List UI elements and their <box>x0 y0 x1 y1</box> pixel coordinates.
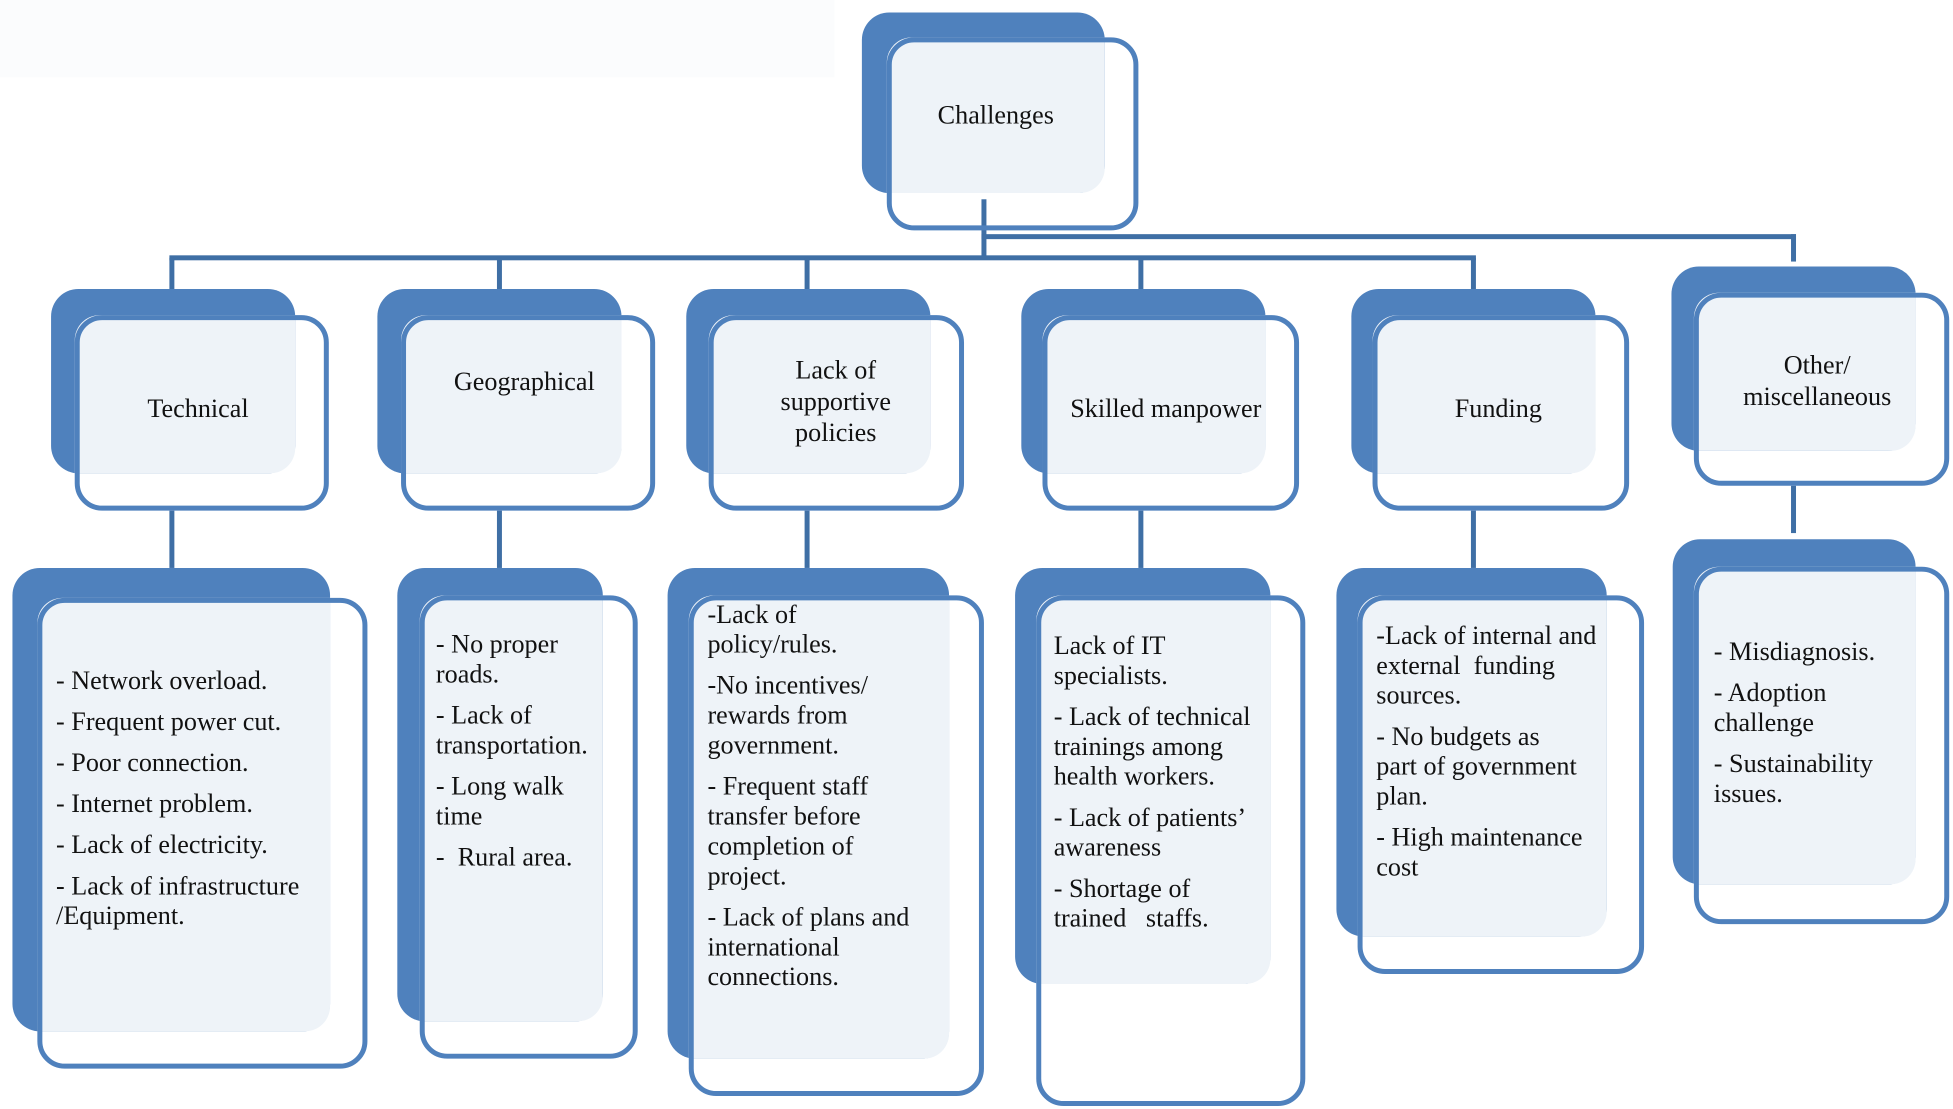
details-list-technical: - Network overload. - Frequent power cut.… <box>56 665 299 942</box>
details-list-skilled-manpower: Lack of IT specialists. - Lack of technic… <box>1054 630 1251 944</box>
category-skilled-manpower-fill <box>1042 315 1266 474</box>
connector-level2-1 <box>496 257 502 291</box>
root-label: Challenges <box>937 99 1054 130</box>
details-other-fill <box>1693 566 1916 885</box>
details-technical-fill <box>37 597 331 1032</box>
connector-level3-4 <box>1470 510 1476 568</box>
details-technical-outline <box>37 597 368 1069</box>
detail-item: - Adoption challenge <box>1713 677 1827 738</box>
connector-level2-4 <box>1470 257 1476 291</box>
connector-level3-5 <box>1791 485 1797 534</box>
detail-item: - No proper roads. <box>435 628 558 689</box>
category-technical-fill <box>74 315 296 474</box>
category-label-other: Other/ miscellaneous <box>1743 349 1892 412</box>
faint-background-strip <box>0 0 835 78</box>
details-list-geographical: - No proper roads. - Lack of transportati… <box>436 629 588 883</box>
detail-item: - Network overload. <box>56 665 268 695</box>
detail-item: - Sustainability issues. <box>1713 748 1873 809</box>
root-node-fill <box>886 37 1105 194</box>
details-policies-outline <box>688 595 984 1097</box>
detail-item: - Poor connection. <box>56 747 249 778</box>
detail-item: - Lack of patients’ awareness <box>1053 802 1247 862</box>
detail-item: -Lack of internal and external funding s… <box>1376 620 1597 710</box>
category-other-fill <box>1693 292 1916 451</box>
category-skilled-manpower-outline <box>1042 315 1300 511</box>
detail-item: -Lack of policy/rules. <box>707 599 838 659</box>
category-policies-outline <box>708 315 965 511</box>
category-other-outline <box>1693 292 1950 486</box>
detail-item: - Lack of technical trainings among heal… <box>1053 701 1251 791</box>
details-funding-outline <box>1357 595 1645 974</box>
detail-item: - Misdiagnosis. <box>1713 636 1876 667</box>
details-list-other: - Misdiagnosis. - Adoption challenge - Sus… <box>1714 636 1875 819</box>
detail-item: -No incentives/ rewards from government. <box>707 670 868 760</box>
category-funding-outline <box>1372 315 1630 511</box>
details-skilled-manpower-fill <box>1036 595 1271 984</box>
connector-level3-3 <box>1138 510 1144 568</box>
category-label-technical: Technical <box>147 392 249 423</box>
details-list-funding: -Lack of internal and external funding s… <box>1376 620 1596 893</box>
connector-level3-2 <box>804 510 810 568</box>
detail-item: Lack of IT specialists. <box>1053 630 1168 691</box>
connector-horizontal-other <box>981 234 1797 240</box>
detail-item: - Lack of infrastructure /Equipment. <box>56 870 300 931</box>
detail-item: - Shortage of trained staffs. <box>1053 873 1209 933</box>
detail-item: - Lack of transportation. <box>435 699 588 760</box>
details-geographical-outline <box>419 595 638 1059</box>
category-label-skilled-manpower: Skilled manpower <box>1070 392 1262 423</box>
details-skilled-manpower-outline <box>1036 595 1306 1107</box>
details-funding-fill <box>1357 595 1607 937</box>
connector-other-drop <box>1791 234 1797 262</box>
details-list-policies: -Lack of policy/rules. -No incentives/ re… <box>707 599 909 1003</box>
detail-item: - Internet problem. <box>56 788 253 819</box>
category-label-funding: Funding <box>1454 392 1542 423</box>
detail-item: - Rural area. <box>435 841 573 872</box>
category-policies-fill <box>708 315 931 474</box>
connector-level2-3 <box>1138 257 1144 291</box>
category-geographical-outline <box>401 315 656 511</box>
detail-item: - Long walk time <box>435 770 564 831</box>
detail-item: - Lack of plans and international connec… <box>707 901 910 992</box>
connector-level2-2 <box>804 257 810 291</box>
root-node-outline <box>886 37 1139 231</box>
detail-item: - No budgets as part of government plan. <box>1376 721 1577 811</box>
connector-level3-1 <box>496 510 502 568</box>
connector-level2-0 <box>169 257 175 291</box>
category-label-geographical: Geographical <box>453 365 595 396</box>
category-geographical-fill <box>401 315 622 474</box>
category-funding-fill <box>1372 315 1596 474</box>
detail-item: - Lack of electricity. <box>56 829 268 860</box>
detail-item: - High maintenance cost <box>1376 822 1583 882</box>
detail-item: - Frequent power cut. <box>56 706 282 737</box>
category-technical-outline <box>74 315 329 511</box>
detail-item: - Frequent staff transfer before complet… <box>707 770 869 891</box>
details-other-outline <box>1693 566 1950 925</box>
category-label-policies: Lack of supportive policies <box>780 354 891 447</box>
details-policies-fill <box>688 595 950 1059</box>
connector-level3-0 <box>169 510 175 568</box>
details-geographical-fill <box>419 595 603 1022</box>
connector-horizontal <box>169 255 1476 261</box>
